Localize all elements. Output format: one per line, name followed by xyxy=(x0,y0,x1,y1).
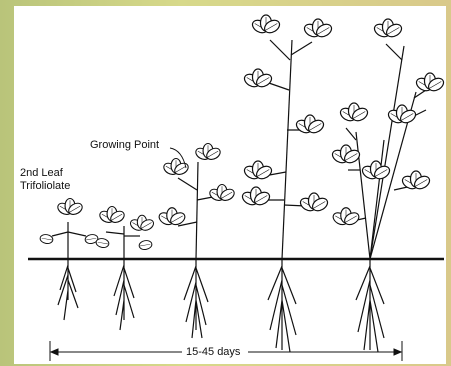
plant-stage-4 xyxy=(240,15,333,352)
plant-stage-2 xyxy=(95,207,155,331)
growing-point-label: Growing Point xyxy=(90,139,159,152)
plant-stage-3 xyxy=(157,144,236,339)
second-leaf-trifoliolate-label: 2nd Leaf Trifoliolate xyxy=(20,167,70,193)
second-leaf-label-line1: 2nd Leaf xyxy=(20,167,70,180)
second-leaf-label-line2: Trifoliolate xyxy=(20,180,70,193)
time-span-label: 15-45 days xyxy=(183,346,243,359)
plant-stage-5 xyxy=(330,19,445,352)
